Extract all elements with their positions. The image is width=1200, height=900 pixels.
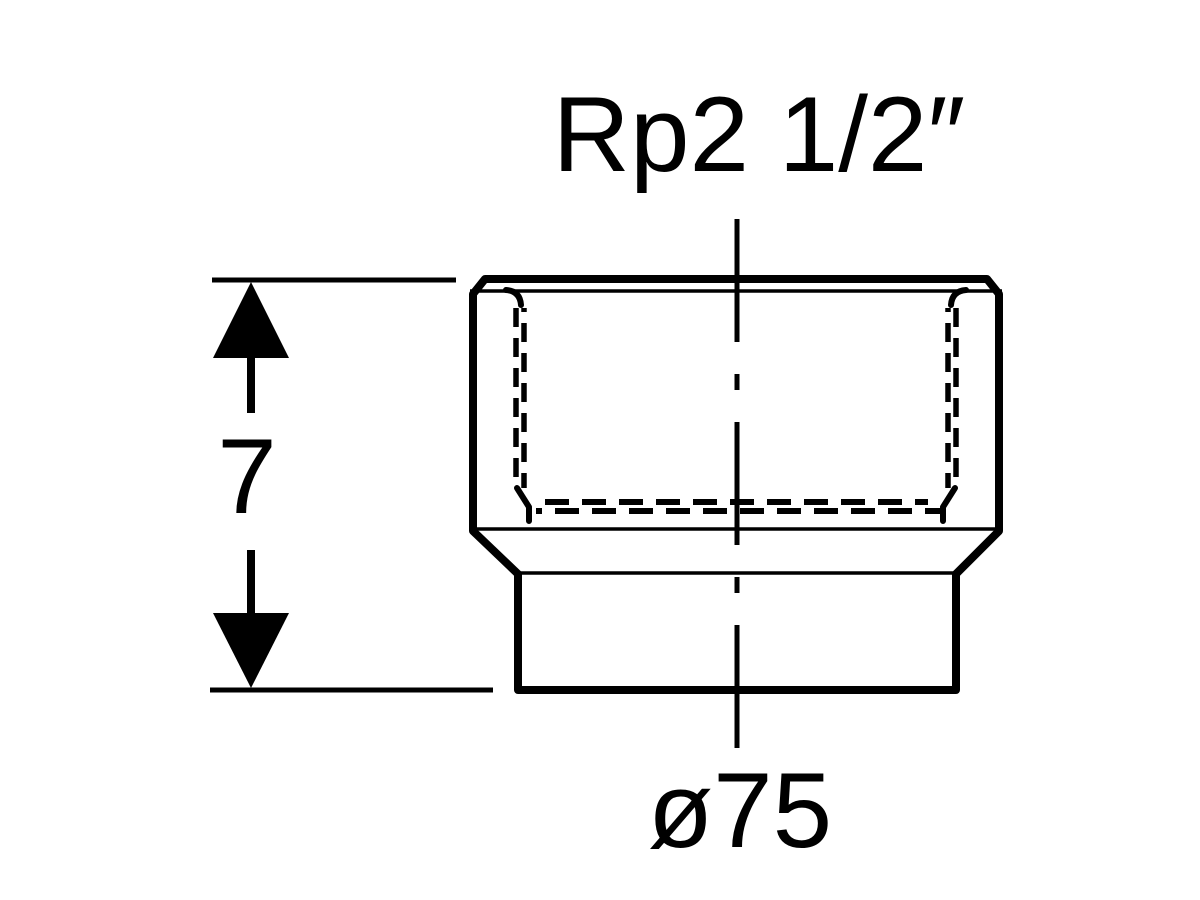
thread-runout-hooks bbox=[503, 287, 969, 524]
diagram-root-group bbox=[210, 219, 1003, 748]
arrowhead-down-icon bbox=[213, 613, 289, 688]
height-dimension-label: 7 bbox=[217, 416, 277, 536]
thread-hook-top-left bbox=[503, 287, 524, 308]
thread-hook-bottom-right bbox=[940, 485, 958, 524]
thread-size-label: Rp2 1/2″ bbox=[553, 74, 966, 194]
thread-hook-top-right bbox=[948, 287, 969, 308]
height-dimension bbox=[210, 277, 493, 693]
diameter-label: ø75 bbox=[648, 750, 832, 870]
labels-group: Rp2 1/2″ 7 ø75 bbox=[217, 74, 965, 870]
arrowhead-up-icon bbox=[213, 282, 289, 358]
thread-hook-bottom-left bbox=[514, 485, 532, 524]
